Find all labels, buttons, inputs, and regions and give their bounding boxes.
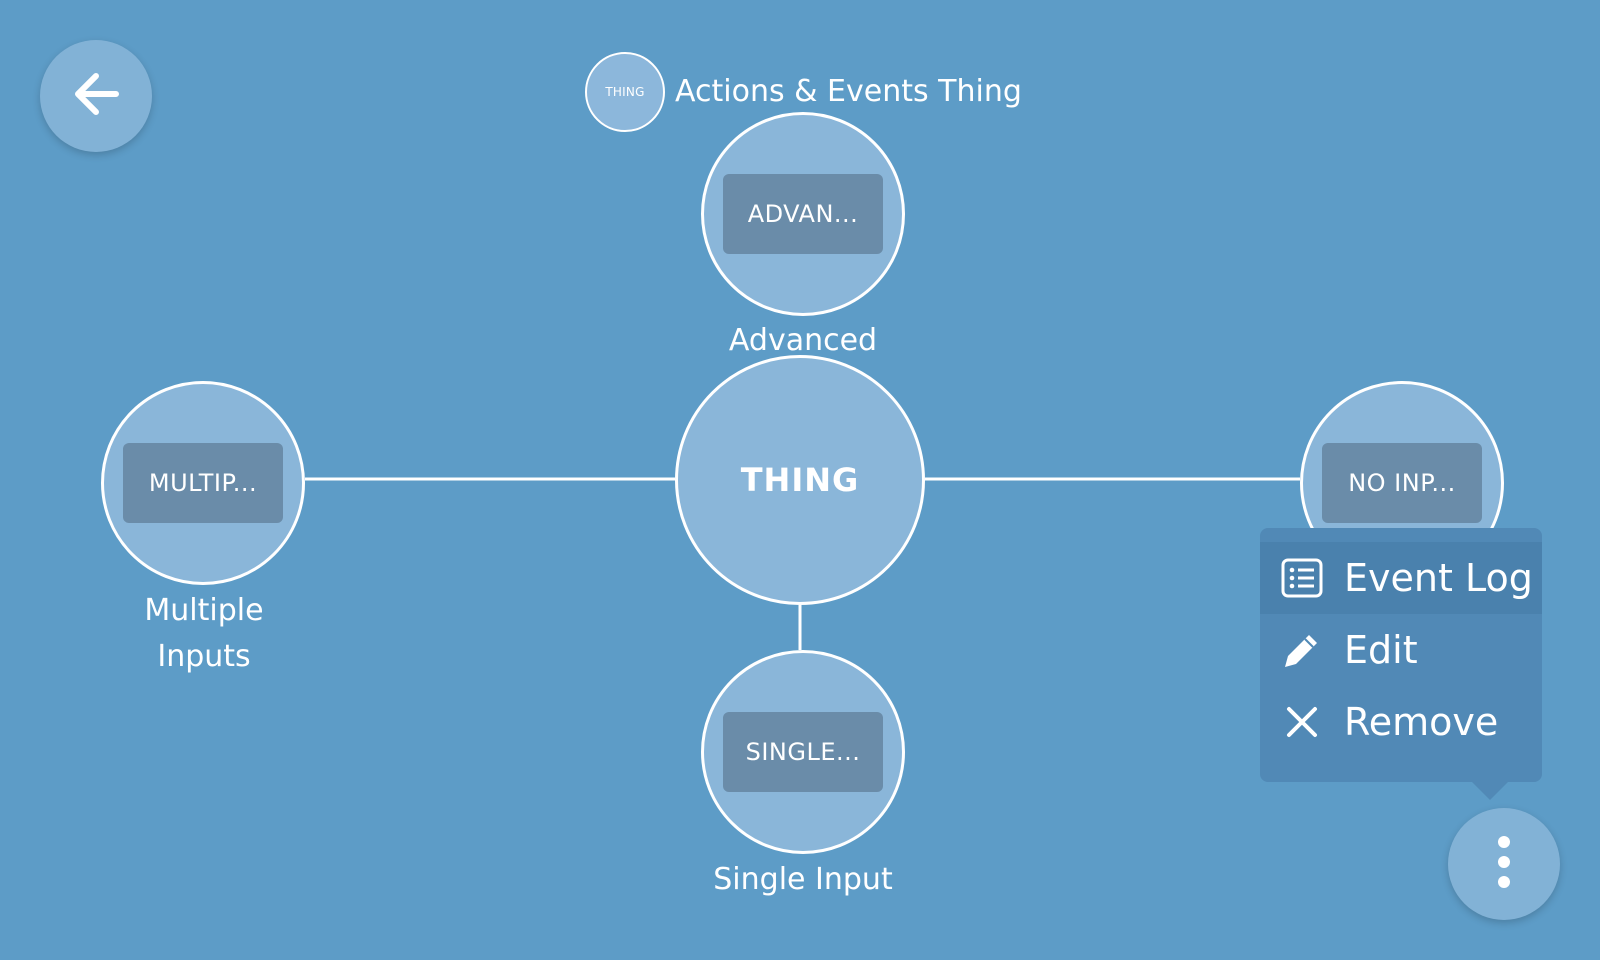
node-chip-multiple[interactable]: MULTIP... (123, 443, 283, 523)
center-thing-node[interactable]: THING (675, 355, 925, 605)
menu-label-edit: Edit (1344, 628, 1418, 672)
node-chip-no-input[interactable]: NO INP... (1322, 443, 1482, 523)
menu-item-remove[interactable]: Remove (1260, 686, 1542, 758)
menu-item-edit[interactable]: Edit (1260, 614, 1542, 686)
node-label-multiple: Multiple Inputs (144, 593, 264, 674)
menu-item-event-log[interactable]: Event Log (1260, 542, 1542, 614)
node-advanced-inputs[interactable]: ADVAN... (701, 112, 905, 316)
node-chip-advanced[interactable]: ADVAN... (723, 174, 883, 254)
pencil-icon (1280, 628, 1324, 672)
page-title: Actions & Events Thing (675, 74, 1022, 109)
thing-icon-label: THING (605, 85, 645, 99)
more-vertical-icon (1494, 832, 1514, 896)
back-button[interactable] (40, 40, 152, 152)
thing-icon: THING (585, 52, 665, 132)
close-icon (1280, 700, 1324, 744)
node-label-single: Single Input (713, 862, 893, 897)
menu-label-event-log: Event Log (1344, 556, 1533, 600)
node-chip-single[interactable]: SINGLE... (723, 712, 883, 792)
back-arrow-icon (66, 64, 126, 128)
menu-label-remove: Remove (1344, 700, 1499, 744)
more-options-button[interactable] (1448, 808, 1560, 920)
node-multiple-inputs[interactable]: MULTIP... (101, 381, 305, 585)
thing-header: THING Actions & Events Thing (585, 50, 1022, 134)
context-menu: Event Log Edit Remove (1260, 528, 1542, 800)
node-single-input[interactable]: SINGLE... (701, 650, 905, 854)
center-thing-label: THING (740, 461, 860, 499)
list-icon (1280, 556, 1324, 600)
